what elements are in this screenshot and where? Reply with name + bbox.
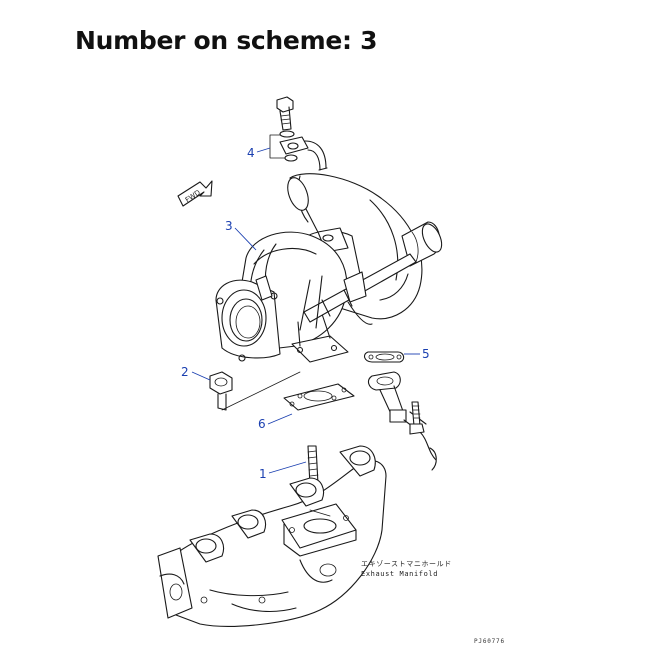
callout-3: 3 bbox=[225, 219, 257, 251]
fwd-arrow bbox=[177, 180, 213, 207]
callout-6: 6 bbox=[258, 413, 293, 431]
svg-text:2: 2 bbox=[181, 365, 189, 379]
callout-4: 4 bbox=[247, 146, 271, 160]
page-title: Number on scheme: 3 bbox=[75, 26, 378, 55]
manifold-label-jp: エキゾーストマニホールド bbox=[361, 560, 452, 568]
callout-5: 5 bbox=[404, 347, 430, 361]
washer bbox=[284, 154, 298, 162]
svg-text:6: 6 bbox=[258, 417, 266, 431]
oil-return-pipe bbox=[367, 371, 437, 471]
bolt-top bbox=[276, 96, 294, 131]
svg-text:1: 1 bbox=[259, 467, 267, 481]
svg-text:3: 3 bbox=[225, 219, 233, 233]
svg-text:4: 4 bbox=[247, 146, 255, 160]
callout-1: 1 bbox=[259, 461, 307, 481]
exhaust-manifold bbox=[157, 445, 387, 627]
washer bbox=[279, 130, 295, 138]
turbocharger bbox=[215, 173, 443, 363]
callout-2: 2 bbox=[181, 365, 211, 381]
stud-bolt bbox=[307, 445, 319, 487]
oil-pipe-flange bbox=[279, 136, 328, 171]
manifold-label-en: Exhaust Manifold bbox=[361, 570, 438, 578]
gasket-5 bbox=[363, 351, 405, 363]
svg-text:5: 5 bbox=[422, 347, 430, 361]
nut bbox=[209, 371, 233, 411]
gasket-6 bbox=[283, 383, 355, 411]
drawing-code: PJ60776 bbox=[474, 638, 505, 645]
